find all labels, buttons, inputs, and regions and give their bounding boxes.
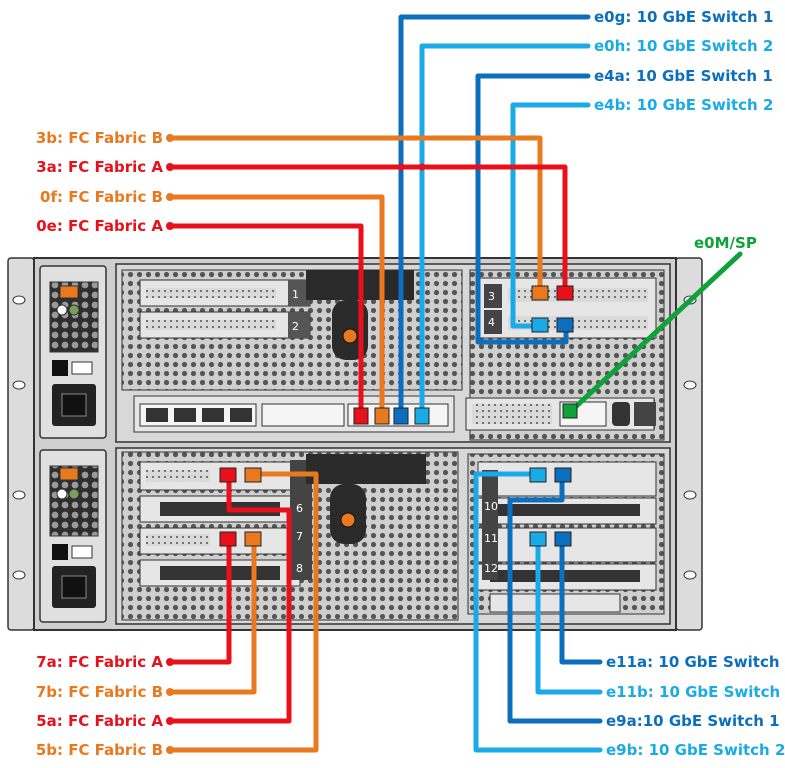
cable-e0m <box>567 251 743 415</box>
cable-e9b <box>473 471 603 753</box>
controller-module-top <box>115 263 671 443</box>
slot-number: 3 <box>488 290 495 303</box>
label-e4b: e4b: 10 GbE Switch 2 <box>594 96 774 114</box>
cable-5b <box>167 471 319 753</box>
slot-number: 4 <box>488 316 495 329</box>
cable-3a <box>167 164 568 295</box>
cable-e4b <box>510 102 591 329</box>
cable-e9a <box>507 475 603 724</box>
label-5a: 5a: FC Fabric A <box>36 712 163 730</box>
label-3a: 3a: FC Fabric A <box>36 158 163 176</box>
label-e0g: e0g: 10 GbE Switch 1 <box>594 8 774 26</box>
label-e9b: e9b: 10 GbE Switch 2 <box>606 741 785 759</box>
cable-e0h <box>419 43 591 418</box>
cable-e0g <box>398 14 591 418</box>
cable-connector-icon <box>219 285 578 547</box>
rack-ear-right <box>675 257 703 631</box>
label-7a: 7a: FC Fabric A <box>36 653 163 671</box>
controller-module-bottom <box>115 447 671 625</box>
cable-0e <box>167 223 364 418</box>
slot-number: 7 <box>296 530 303 543</box>
slot-number: 1 <box>292 288 299 301</box>
cable-e11b <box>535 535 603 695</box>
cable-0f <box>167 194 385 418</box>
cable-e4a <box>475 73 591 345</box>
slot-number: 6 <box>296 502 303 515</box>
label-e11a: e11a: 10 GbE Switch 1 <box>606 653 785 671</box>
cable-end-dots <box>166 134 426 754</box>
label-e11b: e11b: 10 GbE Switch 2 <box>606 683 785 701</box>
power-supply-icon <box>39 449 107 623</box>
slot-number: 8 <box>296 562 303 575</box>
slot-number: 12 <box>484 562 498 575</box>
cable-3b <box>167 135 543 295</box>
cable-e11a <box>559 535 603 665</box>
slot-number: 11 <box>484 532 498 545</box>
label-3b: 3b: FC Fabric B <box>35 129 163 147</box>
slot-number: 2 <box>292 320 299 333</box>
label-0e: 0e: FC Fabric A <box>36 217 163 235</box>
label-7b: 7b: FC Fabric B <box>35 683 163 701</box>
power-supply-icon <box>39 265 107 439</box>
slot-number: 10 <box>484 500 498 513</box>
label-e0m-sp: e0M/SP <box>694 234 757 252</box>
cable-5a <box>167 471 292 724</box>
label-e0h: e0h: 10 GbE Switch 2 <box>594 37 774 55</box>
label-e4a: e4a: 10 GbE Switch 1 <box>594 67 773 85</box>
label-5b: 5b: FC Fabric B <box>35 741 163 759</box>
label-e9a: e9a:10 GbE Switch 1 <box>606 712 780 730</box>
cable-7a <box>167 535 232 665</box>
rack-ear-left <box>7 257 35 631</box>
label-0f: 0f: FC Fabric B <box>40 188 163 206</box>
cable-7b <box>167 535 257 695</box>
